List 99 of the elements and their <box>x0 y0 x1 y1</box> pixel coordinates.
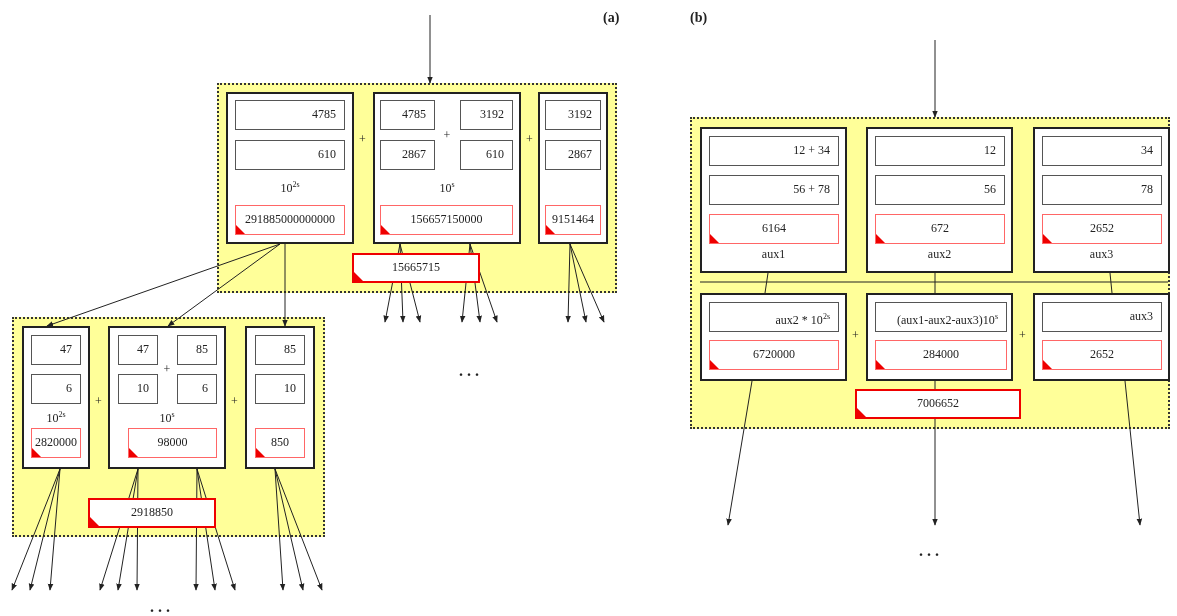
operand-box: 2867 <box>545 140 601 170</box>
arrow <box>274 468 323 591</box>
ellipsis: ... <box>919 542 943 560</box>
variable-label: aux1 <box>761 247 786 262</box>
arrow <box>193 468 199 591</box>
operand-box: (aux1-aux2-aux3)10$^{s}$ <box>875 302 1007 332</box>
subproblem-card <box>700 127 847 273</box>
plus-sign: + <box>526 132 533 147</box>
exponent-label: 10$^{2s}$ <box>46 410 66 426</box>
arrow <box>932 39 938 118</box>
result-box: 850 <box>255 428 305 458</box>
arrow <box>726 380 753 526</box>
result-box: 6164 <box>709 214 839 244</box>
computation-panel <box>12 317 325 537</box>
connector-line <box>1109 272 1113 294</box>
result-box: 2652 <box>1042 214 1162 244</box>
arrow <box>47 468 61 591</box>
operand-box: aux2 * 10$^{2s}$ <box>709 302 839 332</box>
plus-sign: + <box>95 394 102 409</box>
arrow <box>282 243 288 327</box>
result-box: 9151464 <box>545 205 601 235</box>
arrow <box>459 243 471 323</box>
subproblem-card <box>226 92 354 244</box>
operand-box: 85 <box>177 335 217 365</box>
variable-label: aux3 <box>1089 247 1114 262</box>
subproblem-card <box>866 293 1013 381</box>
operand-box: 85 <box>255 335 305 365</box>
arrow <box>569 243 605 323</box>
arrow <box>1124 380 1143 526</box>
result-box: 6720000 <box>709 340 839 370</box>
result-box: 2652 <box>1042 340 1162 370</box>
connector-line <box>764 272 769 294</box>
computation-panel <box>690 117 1170 429</box>
subproblem-card <box>1033 293 1170 381</box>
arrow <box>932 380 938 526</box>
arrow <box>399 243 422 323</box>
subproblem-card <box>22 326 90 469</box>
result-box: 156657150000 <box>380 205 513 235</box>
subproblem-card <box>538 92 608 244</box>
arrow <box>196 468 236 591</box>
variable-label: aux2 <box>927 247 952 262</box>
operand-box: 34 <box>1042 136 1162 166</box>
operand-box: 78 <box>1042 175 1162 205</box>
plus-sign: + <box>359 132 366 147</box>
operand-box: 47 <box>118 335 158 365</box>
computation-panel <box>217 83 617 293</box>
subproblem-card <box>373 92 521 244</box>
operand-box: 3192 <box>545 100 601 130</box>
arrow <box>565 243 571 323</box>
operand-box: 610 <box>460 140 513 170</box>
panel-label: (a) <box>603 10 620 26</box>
operand-box: 3192 <box>460 100 513 130</box>
operand-box: 6 <box>177 374 217 404</box>
plus-sign: + <box>1019 328 1026 343</box>
plus-sign: + <box>852 328 859 343</box>
operand-box: 56 <box>875 175 1005 205</box>
arrow <box>569 243 588 323</box>
ellipsis: ... <box>150 598 174 616</box>
operand-box: aux3 <box>1042 302 1162 332</box>
subproblem-card <box>866 127 1013 273</box>
operand-box: 610 <box>235 140 345 170</box>
arrow <box>134 468 140 591</box>
result-box: 2820000 <box>31 428 81 458</box>
operand-box: 4785 <box>235 100 345 130</box>
arrow <box>11 468 61 591</box>
result-box: 672 <box>875 214 1005 244</box>
arrow <box>167 243 281 327</box>
arrow <box>469 243 498 323</box>
arrow <box>383 243 401 323</box>
operand-box: 10 <box>255 374 305 404</box>
plus-sign: + <box>443 128 451 143</box>
ellipsis: ... <box>459 362 483 380</box>
operand-box: 2867 <box>380 140 435 170</box>
operand-box: 12 <box>875 136 1005 166</box>
connector-line <box>934 272 936 294</box>
subproblem-card <box>700 293 847 381</box>
exponent-label: 10$^{s}$ <box>159 410 175 426</box>
operand-box: 10 <box>118 374 158 404</box>
subproblem-card <box>245 326 315 469</box>
exponent-label: 10$^{2s}$ <box>280 180 300 196</box>
arrow <box>46 243 281 327</box>
operand-box: 12 + 34 <box>709 136 839 166</box>
sum-box: 2918850 <box>88 498 216 528</box>
result-box: 291885000000000 <box>235 205 345 235</box>
panel-label: (b) <box>690 10 708 26</box>
subproblem-card <box>108 326 226 469</box>
arrow <box>427 14 433 84</box>
result-box: 98000 <box>128 428 217 458</box>
plus-sign: + <box>231 394 238 409</box>
operand-box: 47 <box>31 335 81 365</box>
exponent-label: 10$^{s}$ <box>439 180 455 196</box>
plus-sign: + <box>163 362 171 377</box>
result-box: 284000 <box>875 340 1007 370</box>
operand-box: 6 <box>31 374 81 404</box>
subproblem-card <box>1033 127 1170 273</box>
operand-box: 56 + 78 <box>709 175 839 205</box>
operand-box: 4785 <box>380 100 435 130</box>
sum-box: 15665715 <box>352 253 480 283</box>
sum-box: 7006652 <box>855 389 1021 419</box>
